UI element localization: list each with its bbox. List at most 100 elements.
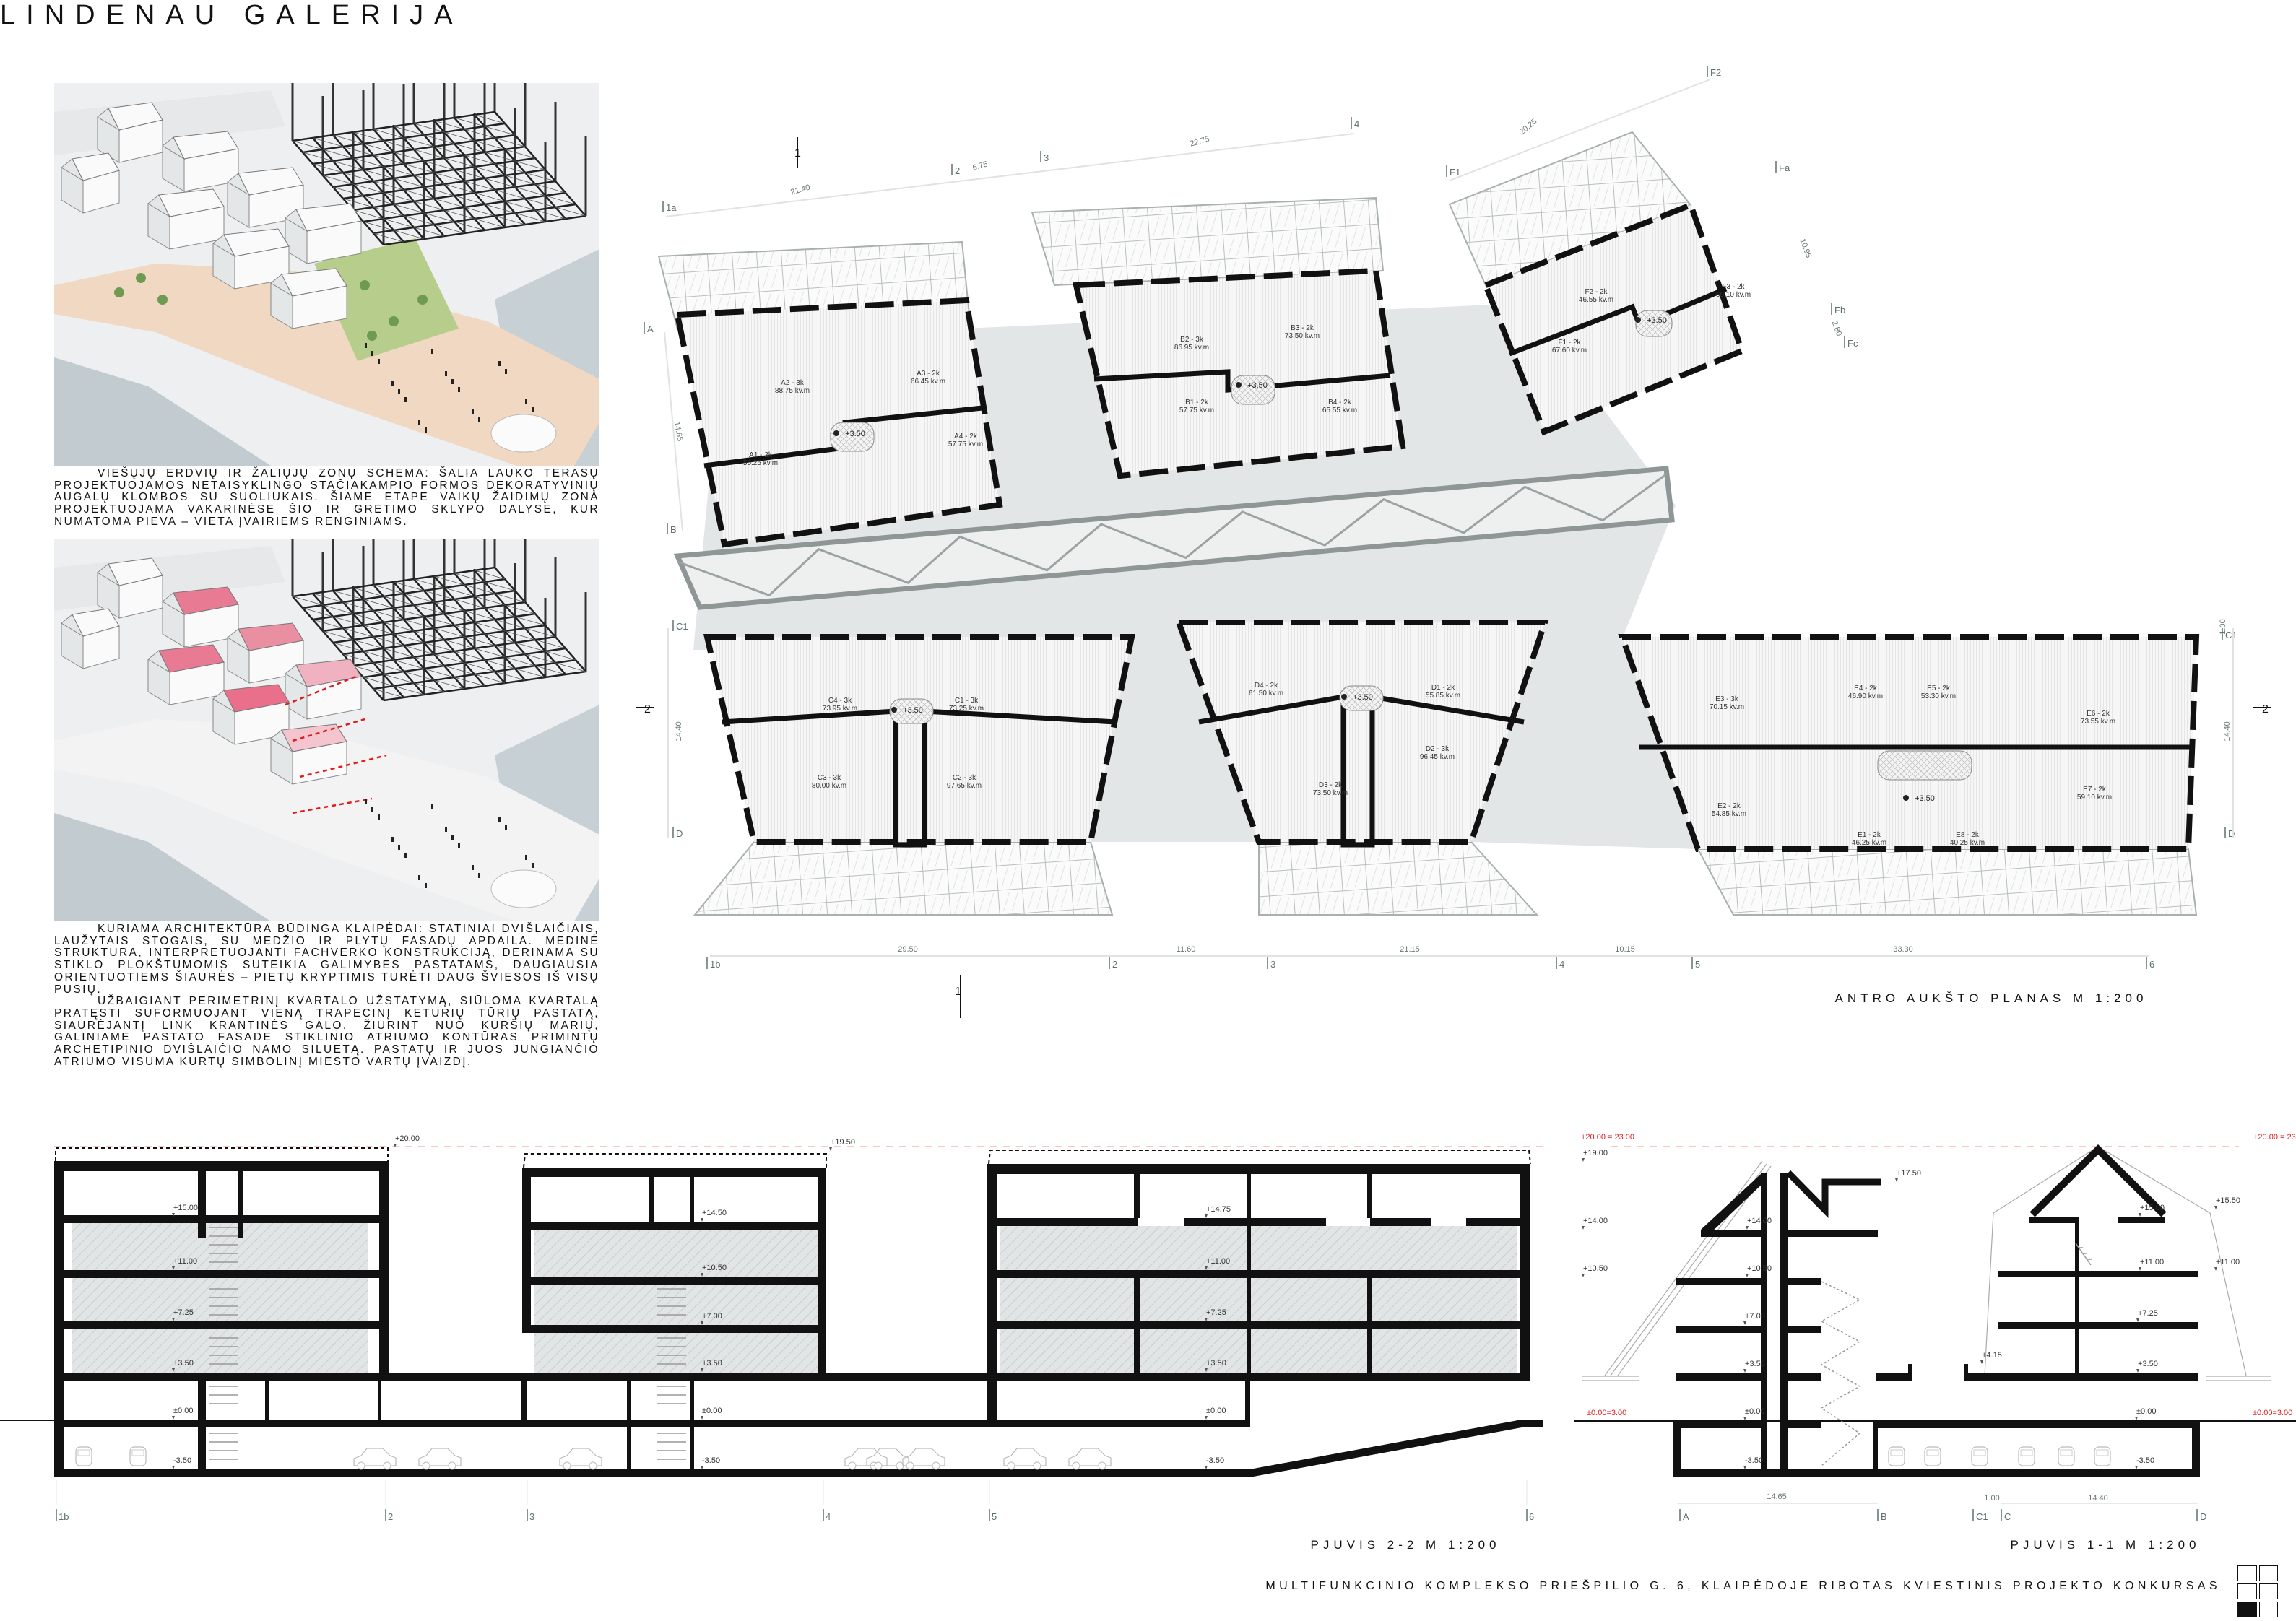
person-icon — [498, 361, 501, 366]
level-label: +3.50 — [1745, 1360, 1765, 1368]
canopy-brace — [504, 175, 536, 185]
level-label: +17.50 — [1897, 1169, 1921, 1178]
house-roof — [158, 188, 225, 217]
canopy-brace — [534, 209, 566, 220]
person-icon — [525, 855, 527, 860]
unit-area: 69.10 kv.m — [1716, 291, 1751, 299]
canopy-brace — [312, 593, 344, 603]
unit-label: D4 - 2k — [1255, 682, 1278, 690]
canopy-brace — [494, 189, 526, 199]
axis-label: 1b — [59, 1511, 69, 1522]
level-triangle-icon — [394, 1144, 397, 1147]
level-triangle-icon — [1582, 1274, 1585, 1277]
dimension-label: 1.00 — [1984, 1494, 1999, 1503]
unit-area: 56.25 kv.m — [743, 459, 778, 467]
car-icon — [1888, 1446, 1905, 1466]
canopy-brace — [524, 172, 556, 182]
level-triangle-icon — [172, 1368, 175, 1372]
car-icon — [2058, 1446, 2075, 1466]
canopy-brace — [423, 134, 455, 144]
person-icon — [418, 875, 420, 880]
person-icon — [478, 873, 480, 878]
canopy-brace — [474, 114, 506, 124]
unit-area: 61.50 kv.m — [1249, 690, 1283, 697]
canopy-brace — [332, 616, 364, 626]
canopy-brace — [484, 178, 516, 188]
level-triangle-icon — [701, 1466, 703, 1469]
canopy-brace — [413, 630, 445, 640]
canopy-brace — [494, 593, 526, 603]
level-marker-icon — [891, 707, 897, 713]
level-triangle-icon — [172, 1318, 175, 1321]
unit-label: C3 - 3k — [818, 774, 841, 782]
stair-core-landing — [1231, 375, 1275, 405]
canopy-brace — [363, 677, 394, 687]
glass-canopy — [1031, 196, 1385, 287]
level-label: +14.00 — [1747, 1217, 1772, 1225]
canopy-brace — [443, 665, 475, 675]
level-label: -3.50 — [173, 1456, 191, 1465]
level-triangle-icon — [1205, 1368, 1208, 1372]
canopy-brace — [433, 120, 465, 130]
canopy-brace — [555, 662, 586, 672]
unit-label: E3 - 3k — [1715, 695, 1739, 703]
structure — [1574, 1144, 2296, 1477]
house-roof — [238, 622, 304, 651]
canopy-brace — [342, 172, 374, 182]
canopy-brace — [413, 201, 445, 211]
canopy-brace — [514, 642, 546, 652]
view-axis-line — [285, 674, 358, 706]
glass-facade — [1000, 1226, 1517, 1270]
level-label: +15.00 — [173, 1204, 198, 1212]
level-triangle-icon — [829, 1147, 832, 1151]
unit-area: 57.75 kv.m — [1179, 407, 1214, 414]
canopy-brace — [403, 189, 435, 199]
canopy-brace — [484, 152, 516, 162]
red-level-label: +20.00 = 23.00 — [1581, 1133, 1634, 1142]
stair-core-landing — [830, 422, 875, 452]
axis-label: 1b — [710, 959, 720, 970]
level-label: +14.50 — [702, 1209, 727, 1217]
unit-label: B2 - 3k — [1180, 336, 1204, 344]
unit-label: A1 - 2k — [749, 451, 773, 459]
canopy-brace — [352, 639, 384, 649]
canopy-brace — [464, 155, 495, 165]
interior-wall — [722, 708, 1117, 848]
house-roof — [72, 608, 120, 637]
gabled-house — [162, 586, 239, 648]
person-icon — [532, 863, 534, 868]
structure — [0, 1161, 1543, 1477]
canopy-brace — [383, 192, 415, 202]
canopy-beam — [292, 140, 384, 245]
caption-paragraph: VIEŠŲJŲ ERDVIŲ IR ŽALIŲJŲ ZONŲ SCHEMA: Š… — [54, 467, 599, 528]
section-1-1: +20.00 = 23.00+20.00 = 23.00±0.00=3.00±0… — [1574, 1133, 2296, 1552]
view-axis-line — [299, 754, 387, 778]
level-triangle-icon — [1743, 1321, 1746, 1325]
unit-area: 73.50 kv.m — [1313, 789, 1348, 797]
person-icon — [391, 837, 394, 842]
axis-label: 2 — [1112, 959, 1117, 970]
person-icon — [365, 343, 367, 348]
dimension-label: 20.25 — [1518, 117, 1539, 136]
person-icon — [378, 814, 380, 820]
canopy-brace — [524, 627, 556, 638]
red-level-label: +20.00 = 23.00 — [2253, 1133, 2296, 1142]
roof-outline — [523, 1153, 827, 1168]
canopy-brace — [383, 166, 415, 176]
unit-area: 73.55 kv.m — [2081, 718, 2115, 726]
atrium-outline — [673, 466, 1675, 610]
canopy-brace — [383, 218, 415, 228]
canopy-beam — [474, 570, 566, 675]
tree-icon — [114, 287, 124, 297]
canopy-brace — [373, 155, 404, 165]
canopy-brace — [352, 665, 384, 675]
canopy-brace — [383, 674, 415, 684]
canopy-brace — [474, 166, 506, 176]
unit-area: 73.25 kv.m — [949, 705, 984, 713]
gabled-house — [61, 608, 120, 669]
canopy-brace — [332, 160, 364, 170]
canopy-brace — [352, 587, 384, 597]
unit-label: E4 - 2k — [1854, 685, 1878, 692]
canopy-brace — [514, 160, 546, 170]
public-spaces-axonometric — [54, 83, 599, 466]
